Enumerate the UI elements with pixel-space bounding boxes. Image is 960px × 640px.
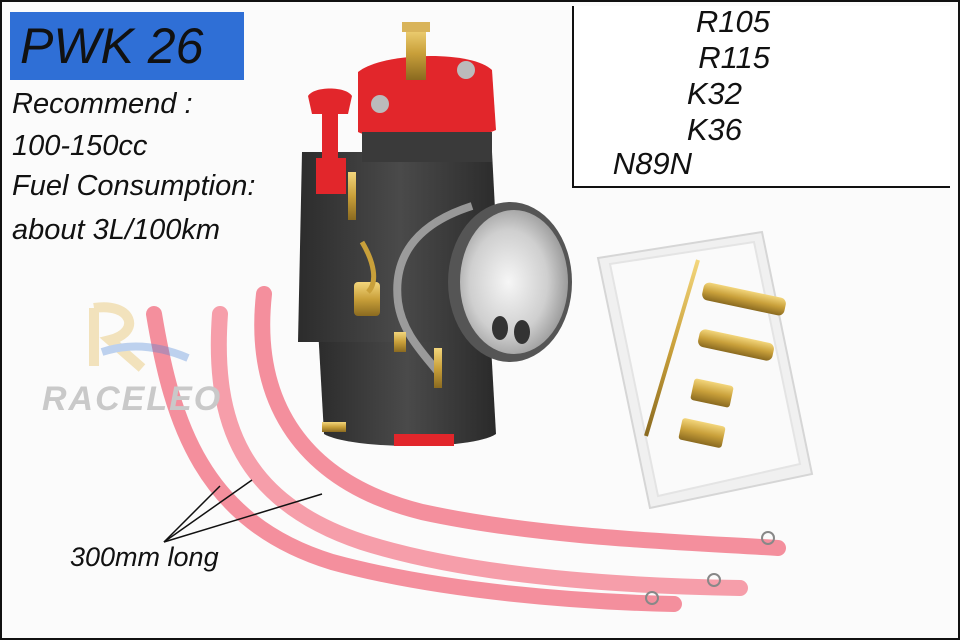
hose-1 [146,306,682,612]
recommend-label: Recommend : [12,88,193,120]
fuel-consumption-label: Fuel Consumption: [12,170,256,202]
part-label-r115: R115 [698,40,770,75]
carburetor [298,22,572,446]
parts-legend-box [572,6,950,188]
raceleo-logo-mark [89,302,190,372]
part-label-k32: K32 [686,76,742,111]
fuel-consumption-value: about 3L/100km [12,214,220,246]
jet-kit-package [596,230,814,510]
hose-2 [210,306,748,596]
part-label-n89n: N89N [612,146,692,181]
raceleo-watermark: RACELEO [42,380,223,418]
hose-3 [254,286,786,556]
hose-length-label: 300mm long [70,542,219,572]
hose-pointer-lines [163,479,323,543]
part-label-r105: R105 [695,4,770,39]
model-title: PWK 26 [10,12,244,80]
part-label-k36: K36 [686,112,742,147]
recommend-value: 100-150cc [12,130,148,162]
fuel-hoses [146,286,786,612]
